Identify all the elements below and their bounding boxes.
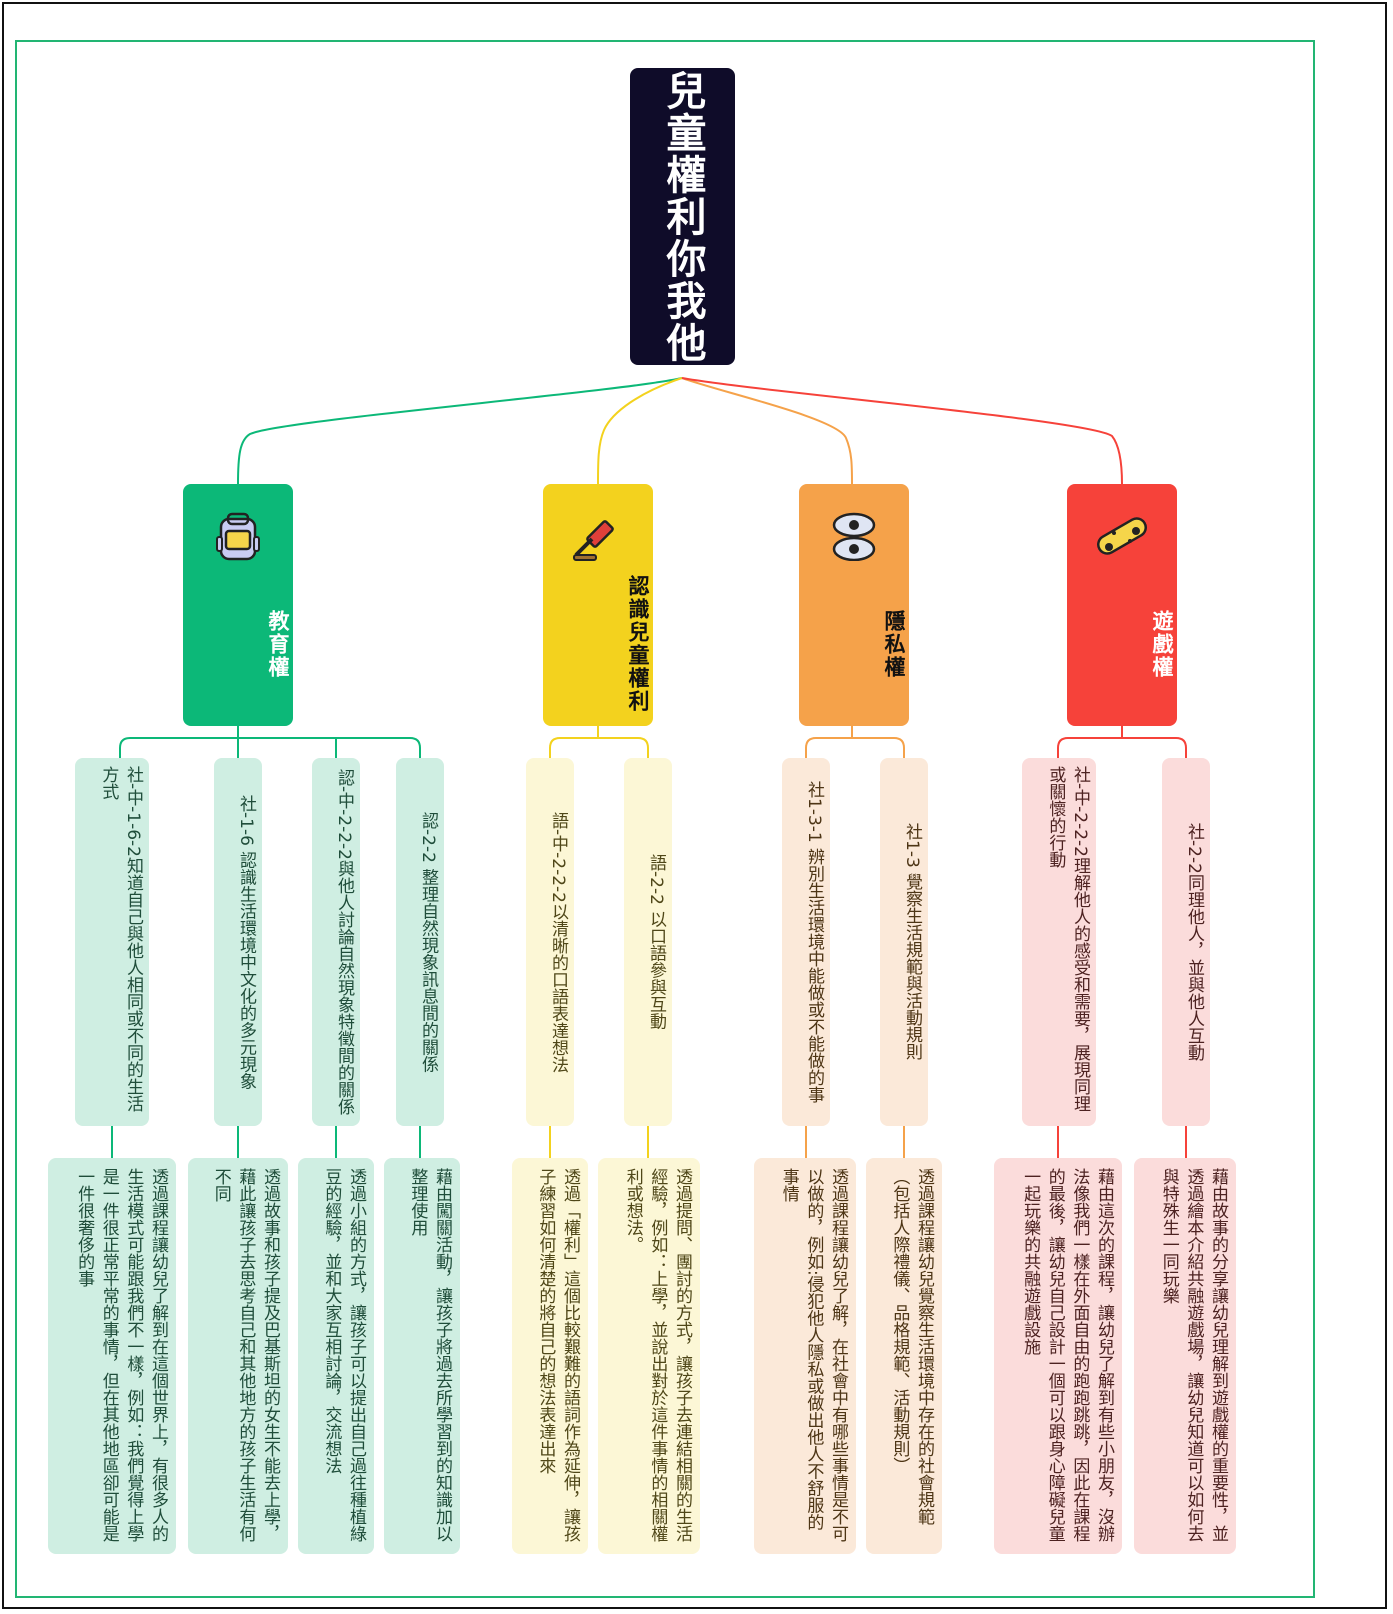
- activity-node[interactable]: 透過課程讓幼兒了解到在這個世界上，有很多人的生活模式可能跟我們不一樣，例如：我們…: [48, 1158, 176, 1554]
- category-privacy[interactable]: 隱私權: [799, 484, 909, 726]
- category-rights[interactable]: 認識兒童權利: [543, 484, 653, 726]
- link-rights-bar: [549, 726, 649, 758]
- eyes-icon: [799, 506, 909, 566]
- outcome-node[interactable]: 語-2-2 以口語參與互動: [624, 758, 672, 1126]
- link-root-play: [681, 377, 1123, 485]
- outcome-node[interactable]: 語-中-2-2-2以清晰的口語表達想法: [526, 758, 574, 1126]
- outcome-node[interactable]: 社-中-1-6-2知道自己與他人相同或不同的生活方式: [75, 758, 149, 1126]
- activity-node[interactable]: 透過課程讓幼兒了解，在社會中有哪些事情是不可以做的，例如:侵犯他人隱私或做出他人…: [754, 1158, 856, 1554]
- skateboard-icon: [1067, 506, 1177, 566]
- activity-node[interactable]: 透過小組的方式，讓孩子可以提出自己過往種植綠豆的經驗，並和大家互相討論，交流想法: [298, 1158, 374, 1554]
- link-edu-bar: [119, 726, 421, 758]
- outcome-node[interactable]: 社1-3-1 辨別生活環境中能做或不能做的事: [782, 758, 830, 1126]
- category-label: 遊戲權: [1150, 609, 1174, 679]
- link-privacy-bar: [805, 726, 905, 758]
- activity-node[interactable]: 藉由故事的分享讓幼兒理解到遊戲權的重要性，並透過繪本介紹共融遊戲場，讓幼兒知道可…: [1134, 1158, 1236, 1554]
- outcome-node[interactable]: 社-1-6 認識生活環境中文化的多元現象: [214, 758, 262, 1126]
- category-label: 認識兒童權利: [626, 575, 650, 713]
- gavel-icon: [543, 506, 653, 566]
- link-play-bar: [1057, 726, 1187, 758]
- link-root-privacy: [681, 377, 853, 485]
- outcome-node[interactable]: 社-2-2同理他人，並與他人互動: [1162, 758, 1210, 1126]
- link-root-education: [237, 377, 683, 485]
- backpack-icon: [183, 506, 293, 566]
- activity-node[interactable]: 透過「權利」這個比較艱難的語詞作為延伸，讓孩子練習如何清楚的將自己的想法表達出來: [512, 1158, 588, 1554]
- root-node[interactable]: 兒童權利你我他: [630, 68, 735, 365]
- outcome-node[interactable]: 社1-3 覺察生活規範與活動規則: [880, 758, 928, 1126]
- activity-node[interactable]: 透過故事和孩子提及巴基斯坦的女生不能去上學，藉此讓孩子去思考自己和其他地方的孩子…: [188, 1158, 288, 1554]
- outcome-node[interactable]: 認-2-2 整理自然現象訊息間的關係: [396, 758, 444, 1126]
- outcome-node[interactable]: 社-中-2-2-2理解他人的感受和需要，展現同理或關懷的行動: [1022, 758, 1096, 1126]
- activity-node[interactable]: 透過課程讓幼兒覺察生活環境中存在的社會規範（包括人際禮儀、品格規範、活動規則）: [866, 1158, 942, 1554]
- inner-frame: [15, 40, 1315, 1598]
- activity-node[interactable]: 透過提問、團討的方式，讓孩子去連結相關的生活經驗，例如：上學，並說出對於這件事情…: [598, 1158, 700, 1554]
- activity-node[interactable]: 藉由闖關活動，讓孩子將過去所學習到的知識加以整理使用: [384, 1158, 460, 1554]
- outcome-node[interactable]: 認-中-2-2-2與他人討論自然現象特徵間的關係: [312, 758, 360, 1126]
- category-play[interactable]: 遊戲權: [1067, 484, 1177, 726]
- activity-node[interactable]: 藉由這次的課程，讓幼兒了解到有些小朋友，沒辦法像我們一樣在外面自由的跑跑跳跳，因…: [994, 1158, 1122, 1554]
- link-root-rights: [597, 377, 683, 485]
- root-title: 兒童權利你我他: [659, 69, 706, 364]
- category-education[interactable]: 教育權: [183, 484, 293, 726]
- category-label: 教育權: [266, 609, 290, 679]
- category-label: 隱私權: [882, 609, 906, 679]
